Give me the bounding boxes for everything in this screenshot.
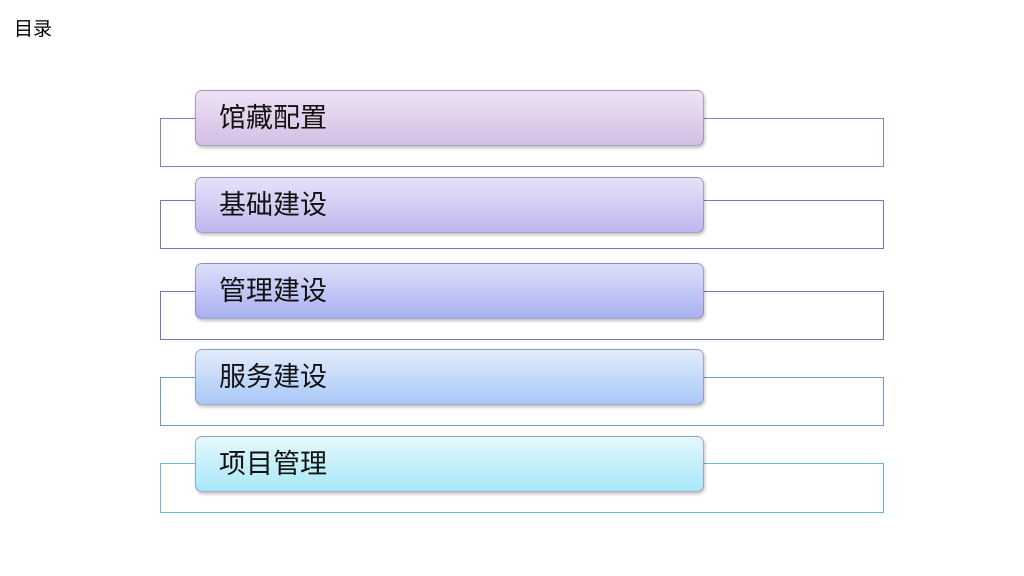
slide-title: 目录 <box>14 18 53 40</box>
toc-item-3[interactable]: 管理建设 <box>195 263 704 319</box>
toc-item-label: 管理建设 <box>219 276 327 307</box>
toc-item-label: 服务建设 <box>219 362 327 393</box>
toc-item-label: 馆藏配置 <box>219 103 327 134</box>
toc-item-1[interactable]: 馆藏配置 <box>195 90 704 146</box>
toc-item-5[interactable]: 项目管理 <box>195 436 704 492</box>
toc-item-label: 基础建设 <box>219 190 327 221</box>
toc-item-2[interactable]: 基础建设 <box>195 177 704 233</box>
toc-item-4[interactable]: 服务建设 <box>195 349 704 405</box>
toc-item-label: 项目管理 <box>219 449 327 480</box>
